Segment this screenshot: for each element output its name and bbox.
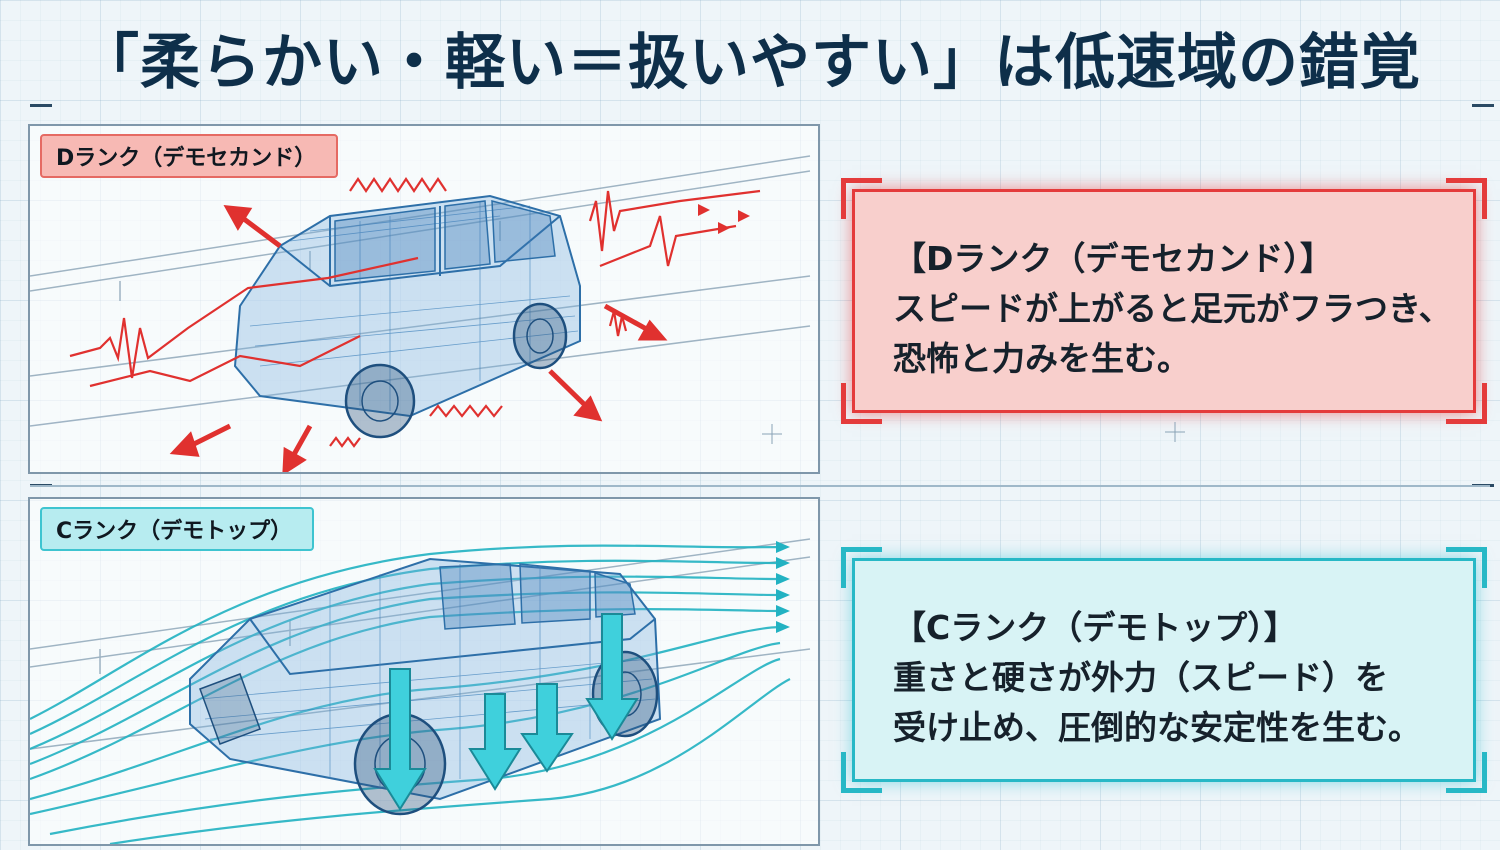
c-rank-box-line: 受け止め、圧倒的な安定性を生む。 <box>893 708 1421 747</box>
d-rank-illustration-panel: Dランク（デモセカンド） <box>28 124 820 474</box>
d-rank-description-box: 【Dランク（デモセカンド）】 スピードが上がると足元がフラつき、 恐怖と力みを生… <box>841 178 1487 424</box>
section-divider <box>30 485 1490 487</box>
suv-wireframe-icon <box>30 538 811 844</box>
d-rank-box-line: 恐怖と力みを生む。 <box>893 339 1190 378</box>
c-rank-box-title: 【Cランク（デモトップ）】 <box>893 608 1297 647</box>
compact-car-wireframe-icon <box>30 155 811 472</box>
page-title: 「柔らかい・軽い＝扱いやすい」は低速域の錯覚 <box>79 28 1421 98</box>
c-rank-illustration-panel: Cランク（デモトップ） <box>28 497 820 846</box>
corner-bracket <box>1446 383 1487 424</box>
d-rank-box-title: 【Dランク（デモセカンド）】 <box>893 239 1333 278</box>
d-rank-label: Dランク（デモセカンド） <box>40 134 339 178</box>
corner-bracket <box>841 383 882 424</box>
frame-tick <box>30 104 52 107</box>
c-rank-description-box: 【Cランク（デモトップ）】 重さと硬さが外力（スピード）を 受け止め、圧倒的な安… <box>841 547 1487 793</box>
d-rank-box-line: スピードが上がると足元がフラつき、 <box>893 289 1452 328</box>
frame-tick <box>1472 104 1494 107</box>
corner-bracket <box>1446 178 1487 219</box>
c-rank-box-line: 重さと硬さが外力（スピード）を <box>893 658 1388 697</box>
corner-bracket <box>841 178 882 219</box>
c-rank-label: Cランク（デモトップ） <box>40 507 315 551</box>
corner-bracket <box>1446 752 1487 793</box>
corner-bracket <box>841 547 882 588</box>
corner-bracket <box>1446 547 1487 588</box>
corner-bracket <box>841 752 882 793</box>
